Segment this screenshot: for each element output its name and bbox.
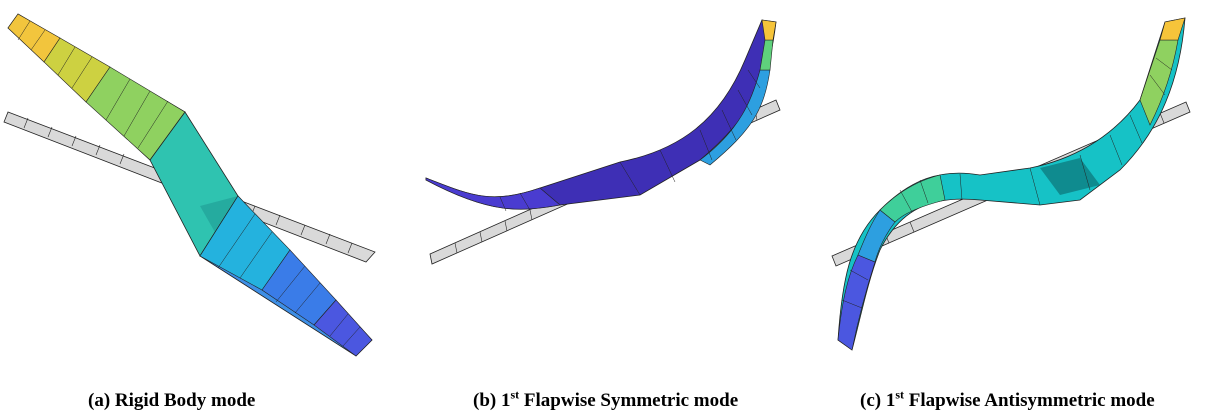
caption-a-prefix: (a) Rigid Body mode: [88, 390, 256, 411]
mode-shapes-figure: [3, 13, 1191, 357]
caption-c-prefix: (c) 1: [860, 390, 896, 411]
caption-b-sup: st: [510, 387, 520, 402]
panel-c-wing-plot: [831, 17, 1191, 351]
caption-b-suffix: Flapwise Symmetric mode: [519, 390, 739, 411]
caption-b-prefix: (b) 1: [473, 390, 511, 411]
deformed-wing-b: [425, 19, 777, 210]
caption-c-sup: st: [895, 387, 905, 402]
caption-c-suffix: Flapwise Antisymmetric mode: [904, 390, 1155, 411]
deformed-wing-c: [837, 17, 1186, 351]
panel-b-wing-plot: [425, 19, 781, 265]
panel-a-wing-plot: [3, 13, 376, 357]
caption-panel-c: (c) 1st Flapwise Antisymmetric mode: [860, 387, 1155, 412]
caption-panel-a: (a) Rigid Body mode: [88, 390, 255, 412]
caption-panel-b: (b) 1st Flapwise Symmetric mode: [473, 387, 739, 412]
